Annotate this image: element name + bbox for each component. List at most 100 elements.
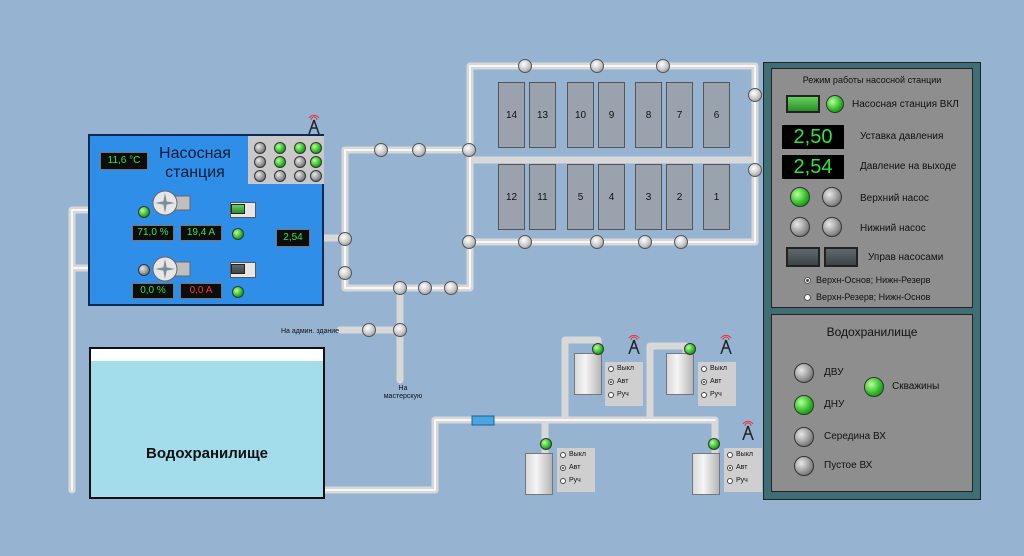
lower-pump-lamp-1[interactable]: [790, 217, 810, 237]
pump1-valve-button[interactable]: [231, 204, 245, 214]
valve[interactable]: [462, 235, 476, 249]
option2-radio[interactable]: [804, 294, 811, 301]
well-pump-3-lamp: [540, 438, 552, 450]
valve[interactable]: [393, 281, 407, 295]
filter-cell[interactable]: 8: [635, 82, 662, 148]
indicator-lamp: [254, 170, 266, 182]
wells-label: Скважины: [892, 381, 940, 392]
temperature-display: 11,6 °C: [100, 152, 148, 170]
filter-cell[interactable]: 12: [498, 164, 525, 230]
station-on-label: Насосная станция ВКЛ: [852, 99, 959, 110]
middle-lamp: [794, 427, 814, 447]
filter-cell[interactable]: 13: [529, 82, 556, 148]
upper-pump-lamp-1[interactable]: [790, 187, 810, 207]
valve[interactable]: [590, 59, 604, 73]
valve[interactable]: [418, 281, 432, 295]
valve[interactable]: [393, 323, 407, 337]
filter-cell[interactable]: 14: [498, 82, 525, 148]
reservoir-tank: Водохранилище: [89, 347, 325, 499]
pressure-output-display: 2,54: [782, 155, 844, 179]
filter-cell[interactable]: 5: [567, 164, 594, 230]
output-pressure-display: 2,54: [276, 229, 310, 247]
well-pump-2-mode[interactable]: Выкл Авт Руч: [698, 362, 736, 406]
option2-label[interactable]: Верхн-Резерв; Нижн-Основ: [816, 292, 931, 302]
middle-label: Середина ВХ: [824, 431, 886, 442]
valve[interactable]: [338, 232, 352, 246]
indicator-lamp: [294, 142, 306, 154]
pump-station: Насосная станция 11,6 °C 71,0 % 19,4 A 0…: [88, 134, 324, 306]
pump-control-button-2[interactable]: [824, 247, 858, 267]
pump2-valve-button[interactable]: [231, 264, 245, 274]
well-pump-4[interactable]: [692, 453, 720, 495]
indicator-lamp: [274, 156, 286, 168]
dvu-label: ДВУ: [824, 367, 844, 378]
pump2-speed-display: 0,0 %: [132, 283, 174, 299]
pump2-status-lamp: [138, 264, 150, 276]
pressure-output-label: Давление на выходе: [860, 161, 957, 172]
pump1-current-display: 19,4 A: [180, 225, 222, 241]
station-mode-title: Режим работы насосной станции: [802, 75, 942, 85]
upper-pump-lamp-2[interactable]: [822, 187, 842, 207]
well-pump-1-lamp: [592, 343, 604, 355]
pump-control-button-1[interactable]: [786, 247, 820, 267]
valve[interactable]: [518, 59, 532, 73]
valve[interactable]: [748, 163, 762, 177]
indicator-lamp: [254, 156, 266, 168]
indicator-lamp: [310, 142, 322, 154]
pump2-icon[interactable]: [152, 256, 192, 282]
well-pump-4-mode[interactable]: Выкл Авт Руч: [724, 448, 762, 492]
valve[interactable]: [518, 235, 532, 249]
valve[interactable]: [374, 143, 388, 157]
filter-cell[interactable]: 2: [666, 164, 693, 230]
indicator-grid: [248, 136, 324, 184]
well-pump-1-mode[interactable]: Выкл Авт Руч: [605, 362, 643, 406]
indicator-lamp: [294, 170, 306, 182]
filter-cell[interactable]: 4: [598, 164, 625, 230]
empty-label: Пустое ВХ: [824, 460, 873, 471]
indicator-lamp: [274, 170, 286, 182]
filter-cell[interactable]: 1: [703, 164, 730, 230]
station-on-button[interactable]: [786, 95, 820, 113]
pump-control-label: Управ насосами: [868, 252, 944, 263]
valve[interactable]: [638, 235, 652, 249]
well-pump-4-lamp: [708, 438, 720, 450]
pump2-current-display: 0,0 A: [180, 283, 222, 299]
valve[interactable]: [590, 235, 604, 249]
valve[interactable]: [338, 266, 352, 280]
dnu-label: ДНУ: [824, 399, 845, 410]
filter-cell[interactable]: 7: [666, 82, 693, 148]
upper-pump-label: Верхний насос: [860, 193, 929, 204]
filter-cell[interactable]: 9: [598, 82, 625, 148]
well-pump-1[interactable]: [574, 353, 602, 395]
to-workshop-label: На мастерскую: [383, 385, 423, 400]
pump2-aux-lamp: [232, 286, 244, 298]
well-pump-3[interactable]: [525, 453, 553, 495]
empty-lamp: [794, 456, 814, 476]
option1-label[interactable]: Верхн-Основ; Нижн-Резерв: [816, 275, 931, 285]
well-pump-3-mode[interactable]: Выкл Авт Руч: [557, 448, 595, 492]
valve[interactable]: [748, 88, 762, 102]
reservoir-label: Водохранилище: [146, 445, 268, 462]
valve[interactable]: [462, 143, 476, 157]
filter-cell[interactable]: 6: [703, 82, 730, 148]
pump1-status-lamp: [138, 206, 150, 218]
option1-radio[interactable]: [804, 277, 811, 284]
valve[interactable]: [656, 59, 670, 73]
antenna-icon: [742, 420, 754, 440]
well-pump-2[interactable]: [666, 353, 694, 395]
antenna-icon: [308, 114, 320, 134]
filter-cell[interactable]: 10: [567, 82, 594, 148]
valve[interactable]: [674, 235, 688, 249]
filter-cell[interactable]: 3: [635, 164, 662, 230]
pressure-setpoint-display[interactable]: 2,50: [782, 125, 844, 149]
valve[interactable]: [444, 281, 458, 295]
antenna-icon: [720, 334, 732, 354]
indicator-lamp: [294, 156, 306, 168]
valve[interactable]: [362, 323, 376, 337]
lower-pump-lamp-2[interactable]: [822, 217, 842, 237]
well-pump-2-lamp: [684, 343, 696, 355]
filter-cell[interactable]: 11: [529, 164, 556, 230]
valve[interactable]: [412, 143, 426, 157]
pump1-icon[interactable]: [152, 190, 192, 216]
station-mode-panel: Режим работы насосной станции Насосная с…: [771, 68, 973, 308]
